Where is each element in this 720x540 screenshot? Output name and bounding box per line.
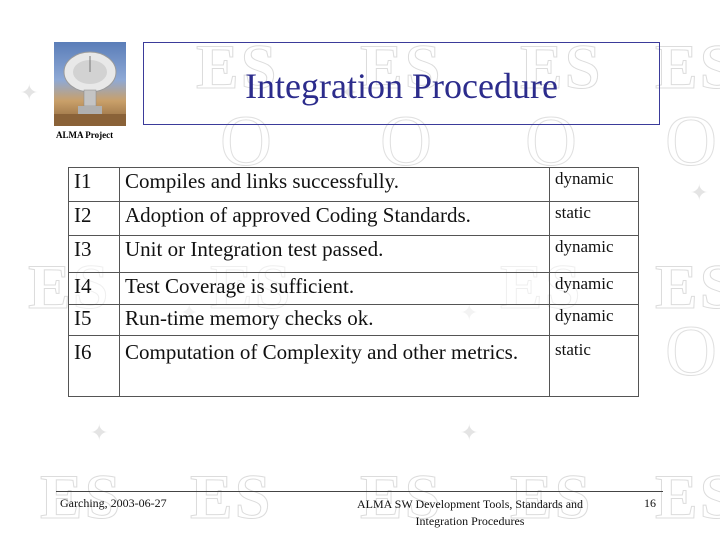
criterion-id: I6 xyxy=(68,335,120,397)
watermark-star-icon: ✦ xyxy=(20,80,39,105)
criterion-text: Computation of Complexity and other metr… xyxy=(119,335,550,397)
watermark-star-icon: ✦ xyxy=(690,180,709,205)
criterion-kind: static xyxy=(549,335,639,397)
criterion-text: Unit or Integration test passed. xyxy=(119,235,550,273)
footer-location-date: Garching, 2003-06-27 xyxy=(60,496,167,510)
watermark-es: ES xyxy=(654,31,720,103)
criterion-id: I2 xyxy=(68,201,120,236)
integration-criteria-table: I1 Compiles and links successfully. dyna… xyxy=(68,167,639,397)
criterion-text: Run-time memory checks ok. xyxy=(119,304,550,336)
table-row: I2 Adoption of approved Coding Standards… xyxy=(68,201,639,236)
footer-divider xyxy=(56,491,663,492)
footer-title-line-2: Integration Procedures xyxy=(415,514,525,528)
title-box: Integration Procedure xyxy=(143,42,660,125)
watermark-es: ES xyxy=(189,461,273,533)
footer-title-line-1: ALMA SW Development Tools, Standards and xyxy=(356,497,584,511)
watermark-es: ES xyxy=(654,461,720,533)
antenna-dish-icon xyxy=(54,51,126,126)
criterion-kind: static xyxy=(549,201,639,236)
logo-caption: ALMA Project xyxy=(56,130,114,140)
table-row: I1 Compiles and links successfully. dyna… xyxy=(68,167,639,202)
page-title: Integration Procedure xyxy=(245,66,558,106)
watermark-star-icon: ✦ xyxy=(460,420,479,445)
criterion-id: I5 xyxy=(68,304,120,336)
criterion-text: Compiles and links successfully. xyxy=(119,167,550,202)
watermark-o: O xyxy=(665,311,718,392)
watermark-star-icon: ✦ xyxy=(90,420,109,445)
criterion-kind: dynamic xyxy=(549,272,639,305)
criterion-kind: dynamic xyxy=(549,167,639,202)
table-row: I3 Unit or Integration test passed. dyna… xyxy=(68,235,639,273)
alma-antenna-logo xyxy=(54,42,126,126)
criterion-id: I4 xyxy=(68,272,120,305)
criterion-text: Adoption of approved Coding Standards. xyxy=(119,201,550,236)
table-row: I4 Test Coverage is sufficient. dynamic xyxy=(68,272,639,305)
criterion-text: Test Coverage is sufficient. xyxy=(119,272,550,305)
criterion-kind: dynamic xyxy=(549,304,639,336)
watermark-o: O xyxy=(665,101,718,182)
table-row: I5 Run-time memory checks ok. dynamic xyxy=(68,304,639,336)
footer-presentation-title: ALMA SW Development Tools, Standards and… xyxy=(320,496,620,530)
watermark-es: ES xyxy=(654,251,720,323)
criterion-kind: dynamic xyxy=(549,235,639,273)
criterion-id: I3 xyxy=(68,235,120,273)
page-number: 16 xyxy=(644,496,656,510)
table-row: I6 Computation of Complexity and other m… xyxy=(68,335,639,397)
criterion-id: I1 xyxy=(68,167,120,202)
